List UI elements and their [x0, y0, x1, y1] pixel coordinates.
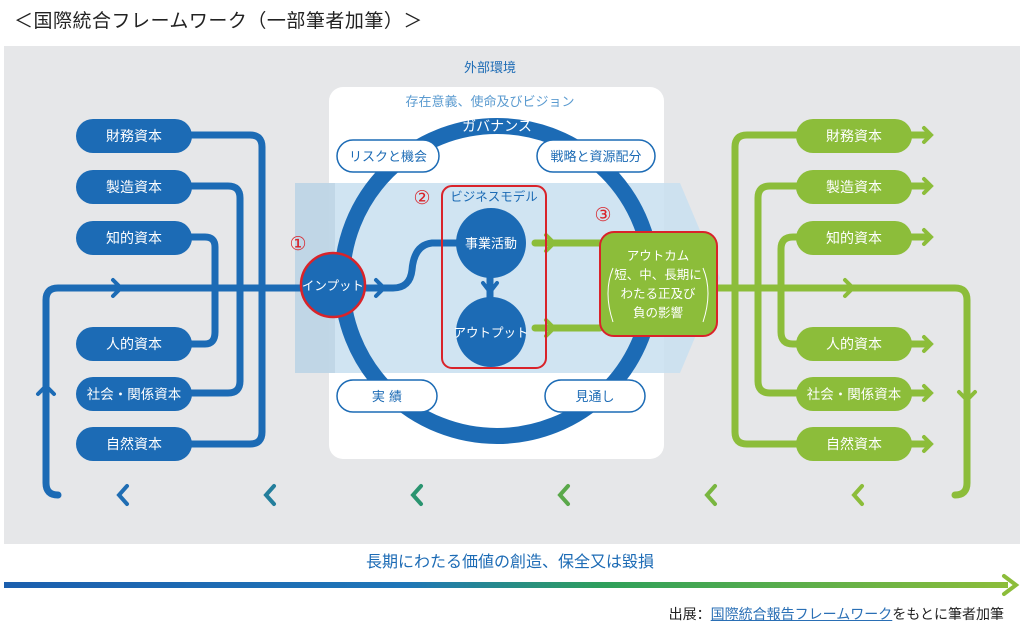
svg-text:わたる正及び: わたる正及び	[620, 286, 696, 301]
svg-text:インプット: インプット	[302, 278, 364, 293]
input-capital-pill: 人的資本	[76, 327, 192, 361]
svg-text:負の影響: 負の影響	[633, 305, 683, 320]
output-capital-pill: 財務資本	[796, 119, 912, 153]
page-title: ＜国際統合フレームワーク（一部筆者加筆）＞	[14, 10, 423, 32]
return-arrow-heads	[116, 484, 864, 506]
purpose-label: 存在意義、使命及びビジョン	[405, 94, 574, 110]
risks-opportunities-pill: リスクと機会	[336, 139, 440, 173]
value-creation-arrow-head	[1002, 574, 1020, 596]
business-model-label: ビジネスモデル	[450, 189, 538, 204]
marker-2: ②	[413, 187, 430, 209]
svg-text:財務資本: 財務資本	[826, 129, 882, 145]
svg-text:財務資本: 財務資本	[106, 129, 162, 145]
svg-text:リスクと機会: リスクと機会	[349, 150, 427, 165]
outlook-pill: 見通し	[544, 379, 646, 413]
business-model-box	[441, 185, 547, 369]
svg-text:製造資本: 製造資本	[106, 180, 162, 196]
outcome-box: アウトカム 短、中、長期に わたる正及び 負の影響	[599, 231, 718, 337]
svg-text:アウトカム: アウトカム	[627, 248, 690, 263]
svg-text:実 績: 実 績	[372, 389, 402, 405]
input-node: インプット	[299, 251, 367, 319]
svg-text:アウトプット: アウトプット	[453, 325, 528, 340]
value-creation-bar	[4, 582, 1008, 588]
svg-text:人的資本: 人的資本	[826, 337, 882, 353]
marker-3: ③	[594, 204, 611, 226]
input-arrow-heads	[36, 278, 499, 396]
svg-text:知的資本: 知的資本	[106, 230, 162, 247]
input-capital-pill: 社会・関係資本	[76, 377, 192, 411]
output-capital-pill: 人的資本	[796, 327, 912, 361]
value-creation-label: 長期にわたる価値の創造、保全又は毀損	[366, 552, 654, 571]
svg-text:人的資本: 人的資本	[106, 337, 162, 353]
svg-text:事業活動: 事業活動	[465, 236, 517, 252]
svg-text:知的資本: 知的資本	[826, 230, 882, 247]
input-capitals: 財務資本 製造資本 知的資本 人的資本 社会・関係資本 自然資本	[76, 119, 192, 461]
governance-label: ガバナンス	[462, 119, 532, 135]
input-capital-pill: 財務資本	[76, 119, 192, 153]
source-prefix: 出展：	[668, 607, 711, 623]
output-arrow-heads	[544, 126, 977, 453]
svg-text:社会・関係資本: 社会・関係資本	[87, 387, 182, 403]
performance-pill: 実 績	[336, 379, 438, 413]
input-capital-pill: 知的資本	[76, 221, 192, 255]
svg-text:自然資本: 自然資本	[826, 436, 882, 453]
svg-text:自然資本: 自然資本	[106, 436, 162, 453]
output-capital-pill: 社会・関係資本	[796, 377, 912, 411]
svg-text:見通し: 見通し	[575, 390, 614, 405]
marker-1: ①	[289, 233, 306, 255]
svg-text:短、中、長期に: 短、中、長期に	[614, 267, 702, 282]
business-activities-node: 事業活動	[456, 208, 526, 278]
external-environment-label: 外部環境	[464, 61, 516, 76]
output-capitals: 財務資本 製造資本 知的資本 人的資本 社会・関係資本 自然資本	[796, 119, 912, 461]
svg-text:戦略と資源配分: 戦略と資源配分	[550, 149, 641, 165]
strategy-pill: 戦略と資源配分	[536, 139, 656, 173]
output-capital-pill: 知的資本	[796, 221, 912, 255]
output-node: アウトプット	[453, 297, 529, 367]
output-capital-pill: 製造資本	[796, 170, 912, 204]
output-flow-lines	[531, 131, 971, 499]
input-capital-pill: 自然資本	[76, 427, 192, 461]
svg-text:製造資本: 製造資本	[826, 180, 882, 196]
source-suffix: をもとに筆者加筆	[892, 607, 1004, 623]
source-citation: 出展：国際統合報告フレームワークをもとに筆者加筆	[669, 604, 1004, 624]
svg-text:社会・関係資本: 社会・関係資本	[807, 387, 902, 403]
input-capital-pill: 製造資本	[76, 170, 192, 204]
output-capital-pill: 自然資本	[796, 427, 912, 461]
source-link[interactable]: 国際統合報告フレームワーク	[710, 607, 893, 623]
